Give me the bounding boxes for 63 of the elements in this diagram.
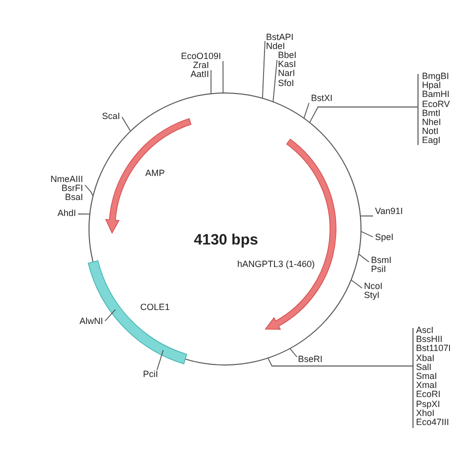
restriction-site-label: BamHI: [422, 90, 450, 100]
restriction-site-label: BsrFI: [60, 184, 83, 194]
feature-label: hANGPTL3 (1-460): [237, 259, 315, 269]
plasmid-size: 4130 bps: [194, 232, 258, 248]
restriction-site-label: SpeI: [375, 233, 394, 242]
restriction-site-label: Van91I: [375, 207, 403, 216]
restriction-site-label: BseRI: [298, 355, 323, 364]
restriction-site-label: AscI: [416, 326, 435, 336]
restriction-site-label: Eco47III: [416, 418, 450, 428]
restriction-site-label: HpaI: [422, 81, 442, 90]
restriction-site-label: AhdI: [57, 209, 76, 218]
restriction-site-label: NdeI: [266, 42, 286, 52]
restriction-site-label: SfoI: [278, 78, 296, 88]
restriction-site-label: SmaI: [416, 372, 438, 382]
restriction-site-label: EcoRV: [422, 100, 450, 109]
leader-line: [156, 350, 164, 370]
restriction-site-label: BsmI: [371, 256, 392, 266]
restriction-site-label: NheI: [422, 118, 442, 128]
leader-line: [350, 280, 362, 288]
leader-line: [272, 60, 278, 102]
leader-line: [309, 106, 418, 124]
restriction-site-label: BstXI: [311, 94, 333, 104]
leader-line: [358, 254, 370, 262]
leader-line: [84, 184, 94, 197]
leader-line: [289, 348, 298, 358]
restriction-site-label: ScaI: [102, 112, 120, 122]
feature-label: AMP: [145, 168, 165, 178]
restriction-site-label: NcoI: [364, 282, 383, 292]
restriction-site-label: NotI: [422, 127, 440, 136]
leader-line: [122, 116, 131, 132]
restriction-site-label: PspXI: [416, 400, 442, 409]
leader-line: [104, 309, 116, 322]
leader-line: [210, 70, 212, 94]
restriction-site-label: Bst1107I: [416, 344, 450, 354]
restriction-site-label: XhoI: [416, 408, 435, 418]
restriction-site-label: PciI: [142, 370, 158, 380]
leader-line: [78, 214, 90, 215]
leader-line: [304, 102, 310, 119]
leader-line: [222, 60, 224, 94]
restriction-site-label: AlwNI: [79, 317, 103, 326]
restriction-site-label: NmeAIII: [50, 175, 83, 184]
restriction-site-label: PsiI: [371, 265, 388, 274]
restriction-site-label: BmtI: [422, 108, 442, 118]
restriction-site-label: StyI: [364, 291, 381, 300]
restriction-site-label: NarI: [278, 69, 296, 79]
leader-line: [360, 230, 374, 238]
leader-line: [267, 358, 414, 366]
restriction-site-label: BssHII: [416, 335, 444, 344]
restriction-site-label: EcoO109I: [180, 52, 221, 62]
restriction-site-label: XbaI: [416, 354, 436, 363]
restriction-site-label: XmaI: [416, 381, 438, 390]
restriction-site-label: BbeI: [278, 51, 297, 60]
restriction-site-label: EagI: [422, 136, 442, 146]
restriction-site-label: ZraI: [192, 61, 209, 70]
restriction-site-label: SalI: [416, 362, 433, 372]
feature-label: COLE1: [140, 302, 170, 312]
restriction-site-label: KasI: [278, 60, 297, 70]
restriction-site-label: AatII: [190, 70, 209, 80]
restriction-site-label: BstAPI: [266, 33, 294, 42]
restriction-site-label: EcoRI: [416, 390, 442, 400]
leader-line: [262, 40, 266, 99]
restriction-site-label: BsaI: [64, 193, 83, 203]
restriction-site-label: BmgBI: [422, 72, 450, 82]
